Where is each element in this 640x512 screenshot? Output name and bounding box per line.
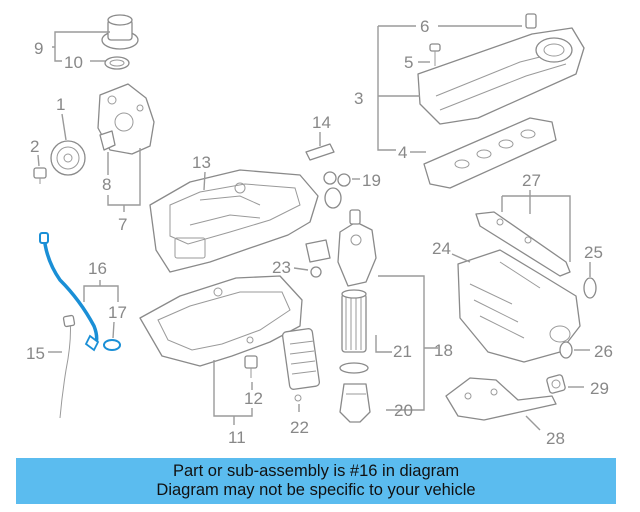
dipstick-highlighted	[39, 232, 100, 352]
leader-1	[61, 113, 67, 141]
leader-23	[293, 267, 309, 271]
o-ring-26	[559, 341, 573, 359]
callout-6: 6	[420, 17, 429, 36]
callout-16: 16	[88, 259, 107, 278]
valve-cover	[417, 13, 585, 125]
callout-25: 25	[584, 243, 603, 262]
oil-cooler	[281, 328, 321, 402]
leader-28	[525, 415, 541, 431]
callout-14: 14	[312, 113, 331, 132]
callout-8: 8	[102, 175, 111, 194]
dipstick-tube	[59, 314, 76, 419]
callout-15: 15	[26, 344, 45, 363]
callout-19: 19	[362, 171, 381, 190]
leader-3	[377, 26, 420, 151]
callout-27: 27	[522, 171, 541, 190]
leader-21	[375, 335, 392, 353]
upper-oil-pan	[149, 169, 319, 273]
callout-9: 9	[34, 39, 43, 58]
callout-4: 4	[398, 143, 407, 162]
caption-line-1: Part or sub-assembly is #16 in diagram	[172, 462, 460, 480]
actuator	[546, 374, 566, 394]
lower-oil-pan	[139, 275, 303, 367]
crank-pulley	[50, 140, 86, 176]
breather-pipe	[305, 143, 335, 161]
valve-cover-bolt	[429, 43, 441, 66]
leader-13	[203, 171, 206, 191]
filter-cap	[339, 383, 371, 423]
callout-24: 24	[432, 239, 451, 258]
intake-gasket	[475, 211, 571, 277]
drain-plug	[244, 355, 258, 378]
leader-24	[451, 253, 471, 263]
callout-2: 2	[30, 137, 39, 156]
callout-5: 5	[404, 53, 413, 72]
parts-diagram: 9 10 8 7 1 2 13 14	[26, 13, 613, 448]
leader-17	[112, 321, 115, 339]
callout-3: 3	[354, 89, 363, 108]
callout-10: 10	[64, 53, 83, 72]
callout-7: 7	[118, 215, 127, 234]
callout-20: 20	[394, 401, 413, 420]
caption-line-2: Diagram may not be specific to your vehi…	[156, 481, 476, 499]
callout-29: 29	[590, 379, 609, 398]
intake-manifold	[457, 249, 581, 363]
callout-23: 23	[272, 258, 291, 277]
manifold-gasket-25	[583, 277, 597, 299]
callout-12: 12	[244, 389, 263, 408]
callout-21: 21	[393, 342, 412, 361]
seal-set	[323, 171, 351, 209]
leader-2	[37, 154, 40, 167]
callout-22: 22	[290, 418, 309, 437]
callout-13: 13	[192, 153, 211, 172]
callout-26: 26	[594, 342, 613, 361]
oil-filler-cap	[101, 14, 139, 70]
leader-7	[107, 148, 141, 212]
dipstick-o-ring	[103, 339, 121, 351]
support-bracket	[445, 377, 557, 421]
leader-9	[52, 31, 110, 62]
valve-cover-gasket	[423, 117, 557, 189]
oil-filter-housing	[337, 209, 377, 287]
pulley-bolt	[33, 167, 47, 184]
leader-27	[501, 190, 571, 262]
leader-16	[83, 280, 119, 302]
cooler-gasket	[305, 239, 331, 278]
filter-o-ring	[339, 362, 369, 374]
caption-banner: Part or sub-assembly is #16 in diagram D…	[16, 458, 616, 504]
callout-11: 11	[228, 428, 246, 447]
callout-1: 1	[56, 95, 65, 114]
oil-filter-element	[341, 289, 367, 353]
timing-cover	[97, 83, 155, 155]
callout-17: 17	[108, 303, 127, 322]
leader-11	[213, 360, 253, 425]
callout-28: 28	[546, 429, 565, 448]
callout-18: 18	[434, 341, 453, 360]
leader-18	[378, 275, 438, 411]
